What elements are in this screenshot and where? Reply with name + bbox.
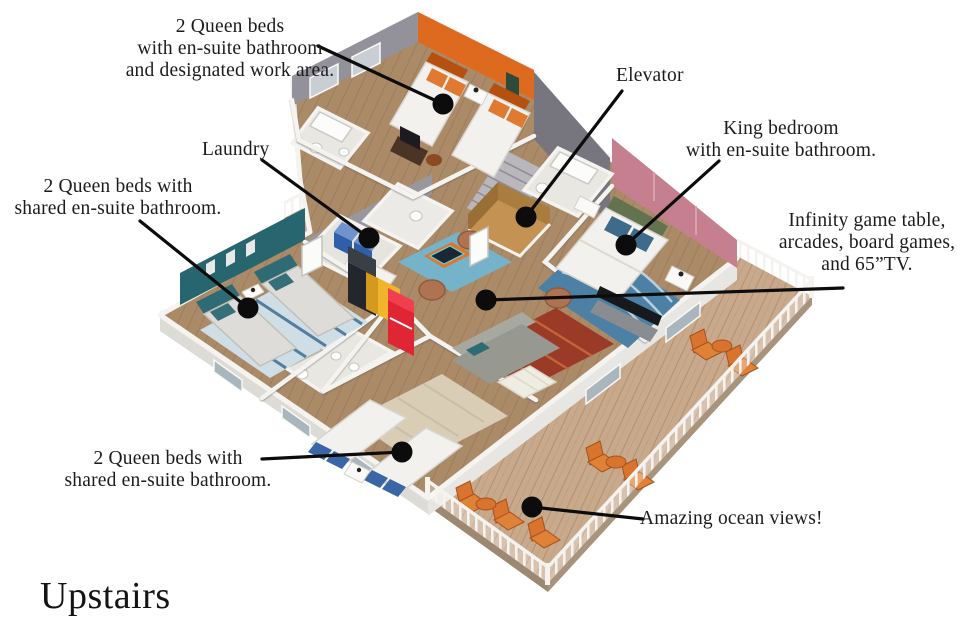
pillow <box>488 99 510 119</box>
bathtub <box>548 151 600 185</box>
pillow <box>626 228 654 252</box>
lamp <box>473 87 479 93</box>
nightstand <box>573 195 601 219</box>
annotation-game-area: Infinity game table, arcades, board game… <box>778 210 956 275</box>
headboard <box>488 83 530 111</box>
page-title: Upstairs <box>40 575 171 617</box>
callout-line-ocean <box>530 505 645 521</box>
lamp <box>678 271 684 277</box>
callout-line-orange-suite <box>316 44 445 106</box>
railing-post <box>809 276 814 298</box>
monitor <box>400 126 420 150</box>
window <box>309 62 339 100</box>
pillow <box>364 470 388 488</box>
callout-line-teal <box>138 219 250 310</box>
ottoman <box>496 365 558 399</box>
headboard <box>606 196 668 240</box>
wall-art <box>226 249 235 267</box>
callout-line-laundry <box>260 158 371 240</box>
callout-dot-bottom <box>391 441 413 463</box>
headboard <box>426 52 468 80</box>
pillow <box>506 108 528 128</box>
bean-bag-chair <box>418 279 446 301</box>
annotation-laundry: Laundry <box>202 139 270 160</box>
room-top-queen-suite <box>388 52 532 179</box>
window <box>665 300 701 344</box>
callout-dot-elevator <box>515 206 537 228</box>
callout-line-king <box>624 159 721 247</box>
orange-accent-wall <box>418 12 534 100</box>
tv-console <box>590 300 658 342</box>
window <box>585 362 621 406</box>
nightstand <box>343 461 371 484</box>
wall-art <box>206 259 215 277</box>
sink <box>330 351 342 361</box>
pillow <box>426 68 448 88</box>
callout-line-game <box>484 286 845 302</box>
annotation-king-suite: King bedroom with en-suite bathroom. <box>685 118 877 161</box>
callout-line-elevator <box>524 89 624 219</box>
lamp <box>356 467 362 473</box>
door <box>469 225 489 268</box>
annotation-orange-suite: 2 Queen beds with en-suite bathroom and … <box>125 16 335 81</box>
teal-accent-wall <box>180 208 305 305</box>
callout-dot-king <box>615 234 637 256</box>
callout-dot-game <box>475 289 497 311</box>
callout-line-bottom <box>260 450 404 461</box>
annotation-elevator: Elevator <box>616 65 684 86</box>
callout-dot-ocean <box>521 496 543 518</box>
pillow <box>604 216 632 240</box>
callout-dots <box>237 93 637 518</box>
sofa <box>452 324 560 384</box>
callout-dot-laundry <box>358 227 380 249</box>
window <box>351 41 381 79</box>
work-desk <box>390 136 428 166</box>
toilet <box>409 210 423 222</box>
bathtub <box>308 111 354 143</box>
deck-table <box>711 339 733 353</box>
nightstand <box>463 83 489 106</box>
deck-railing-se <box>425 276 814 585</box>
railing-post <box>425 477 430 499</box>
railing-post <box>545 563 550 585</box>
sink <box>338 147 350 157</box>
doors <box>301 225 489 278</box>
lamp <box>250 287 256 293</box>
window <box>213 358 243 394</box>
room-bottom-queen-suite <box>308 374 508 497</box>
window <box>281 404 311 440</box>
headboard <box>254 254 298 284</box>
callout-dot-orange-suite <box>432 93 454 115</box>
door <box>301 234 323 278</box>
deck-table <box>605 455 627 469</box>
washer <box>334 232 352 256</box>
deck-table <box>475 497 497 511</box>
wall-art <box>246 239 255 257</box>
callout-dot-teal <box>237 297 259 319</box>
deck-railing-ne <box>736 238 813 296</box>
nightstand <box>664 265 695 292</box>
sink <box>348 362 360 372</box>
adirondack-chair <box>455 480 561 549</box>
pillow <box>382 479 406 497</box>
pillow <box>444 77 466 97</box>
annotation-teal-suite: 2 Queen beds with shared en-suite bathro… <box>14 176 222 219</box>
arcade-cabinet <box>388 300 414 356</box>
throw-pillow <box>466 342 490 356</box>
callout-leaders <box>138 44 845 521</box>
annotation-ocean-views: Amazing ocean views! <box>640 508 823 529</box>
room-teal-queen-suite <box>196 254 368 378</box>
pillow <box>268 273 294 291</box>
annotation-bottom-suite: 2 Queen beds with shared en-suite bathro… <box>64 448 272 491</box>
desk-chair <box>426 154 442 166</box>
pillow <box>210 303 236 321</box>
